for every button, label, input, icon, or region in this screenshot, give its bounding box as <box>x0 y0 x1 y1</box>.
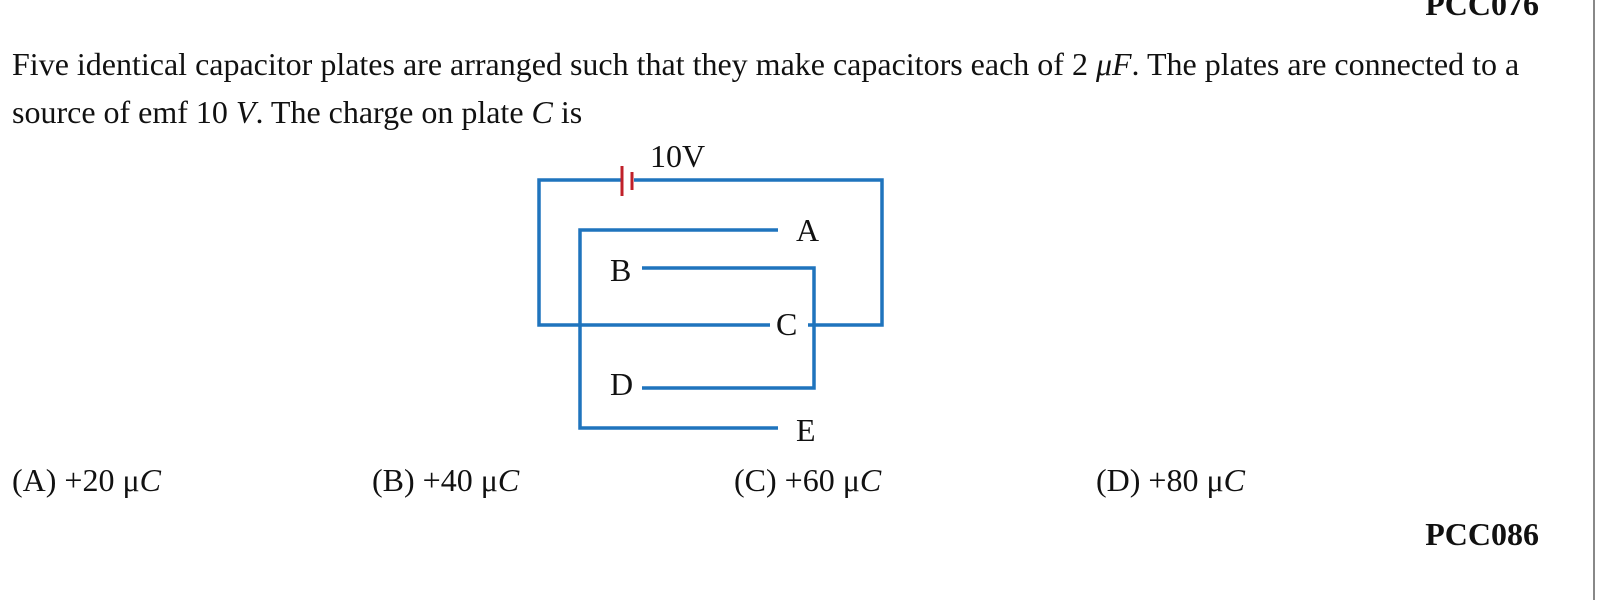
option-b[interactable]: (B) +40 μC <box>372 462 519 499</box>
outer-loop-left <box>537 178 770 327</box>
question-code-top: PCC076 <box>1425 0 1539 22</box>
page-edge <box>1593 0 1595 600</box>
q-unit-v: V <box>235 94 256 130</box>
q-part4: is <box>552 94 583 130</box>
q-part2: . The plates are connected to a source o… <box>12 46 1520 130</box>
option-a-unit: C <box>139 462 161 498</box>
option-a[interactable]: (A) +20 μC <box>12 462 161 499</box>
option-c[interactable]: (C) +60 μC <box>734 462 881 499</box>
option-d-unit: C <box>1223 462 1245 498</box>
option-d-label: (D) +80 μ <box>1096 462 1224 498</box>
outer-loop-right <box>634 178 884 327</box>
option-a-label: (A) +20 μ <box>12 462 140 498</box>
option-d[interactable]: (D) +80 μC <box>1096 462 1245 499</box>
option-b-label: (B) +40 μ <box>372 462 498 498</box>
plates-b-d-wire <box>642 266 816 390</box>
plate-label-e: E <box>796 412 816 448</box>
option-c-unit: C <box>859 462 882 498</box>
plate-label-b: B <box>610 252 632 288</box>
plate-label-d: D <box>610 366 634 402</box>
option-c-label: (C) +60 μ <box>734 462 860 498</box>
q-plate: C <box>531 94 553 130</box>
q-part1: Five identical capacitor plates are arra… <box>12 46 1096 82</box>
battery-label: 10V <box>650 138 706 174</box>
question-code-bottom: PCC086 <box>1425 516 1539 552</box>
question-text: Five identical capacitor plates are arra… <box>12 40 1572 136</box>
plate-label-a: A <box>796 212 820 248</box>
q-unit-uf: μF <box>1095 46 1132 82</box>
q-part3: . The charge on plate <box>255 94 532 130</box>
option-b-unit: C <box>497 462 520 498</box>
plates-a-e-wire <box>578 228 778 430</box>
plate-label-c: C <box>776 306 798 342</box>
